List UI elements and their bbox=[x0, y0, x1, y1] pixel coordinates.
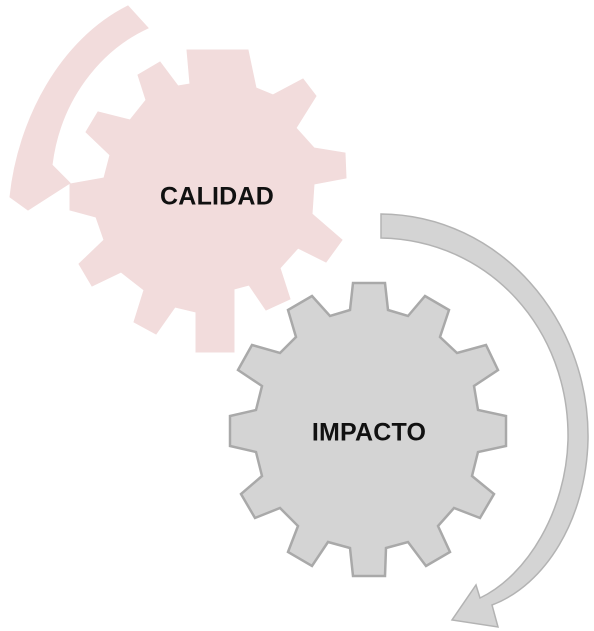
impacto-gear-shape bbox=[228, 281, 508, 578]
calidad-cycle-arrow bbox=[9, 5, 149, 211]
impacto-gear bbox=[228, 281, 508, 578]
impacto-gear-label: IMPACTO bbox=[311, 418, 427, 447]
calidad-gear-label: CALIDAD bbox=[160, 182, 274, 211]
calidad-gear-shape bbox=[69, 49, 347, 353]
impacto-cycle-arrow bbox=[380, 213, 589, 628]
calidad-gear bbox=[69, 49, 347, 353]
